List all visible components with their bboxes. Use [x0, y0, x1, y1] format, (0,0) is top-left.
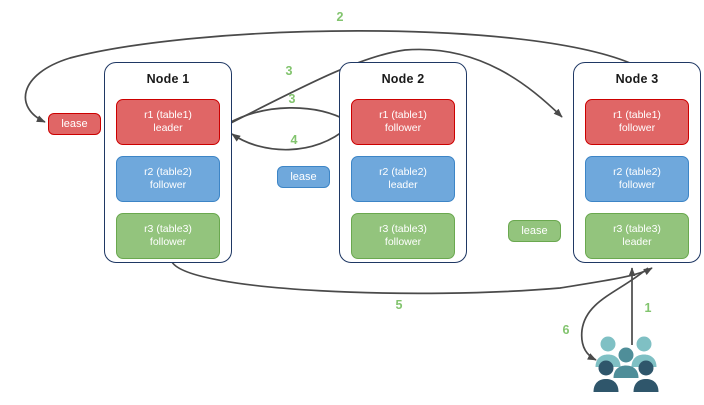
node-1-replica-r2[interactable]: r2 (table2) follower — [116, 156, 220, 202]
node-2-replica-r3-role: follower — [384, 236, 422, 248]
lease-chip-r1-label: lease — [61, 118, 88, 130]
node-1-replica-r3-role: follower — [149, 236, 187, 248]
edge-3-to-node2-path — [226, 107, 349, 125]
edge-label-3-arc: 3 — [288, 92, 296, 106]
lease-chip-r2-label: lease — [290, 171, 317, 183]
node-2-title: Node 2 — [381, 72, 425, 86]
edge-label-3-up: 3 — [285, 64, 293, 78]
node-1-replica-r3[interactable]: r3 (table3) follower — [116, 213, 220, 259]
node-3-replicas: r1 (table1) follower r2 (table2) followe… — [585, 99, 689, 259]
node-3-replica-r3[interactable]: r3 (table3) leader — [585, 213, 689, 259]
edge-label-4: 4 — [290, 133, 298, 147]
node-3-replica-r2-range: r2 (table2) — [613, 165, 661, 178]
node-1-replica-r2-role: follower — [149, 179, 187, 191]
node-1-replica-r1-role: leader — [153, 122, 183, 134]
node-3-replica-r1[interactable]: r1 (table1) follower — [585, 99, 689, 145]
lease-chip-r3[interactable]: lease — [508, 220, 561, 242]
node-2-replica-r2-range: r2 (table2) — [379, 165, 427, 178]
node-2-replica-r2-role: leader — [388, 179, 418, 191]
edge-label-6: 6 — [562, 323, 570, 337]
node-2-replica-r1-role: follower — [384, 122, 422, 134]
node-3[interactable]: Node 3 r1 (table1) follower r2 (table2) … — [573, 62, 701, 263]
node-3-replica-r1-role: follower — [618, 122, 656, 134]
lease-chip-r2[interactable]: lease — [277, 166, 330, 188]
edge-label-1: 1 — [644, 301, 652, 315]
node-2-replica-r3[interactable]: r3 (table3) follower — [351, 213, 455, 259]
edge-label-5: 5 — [395, 298, 403, 312]
node-2-replica-r3-range: r3 (table3) — [379, 222, 427, 235]
node-1-replica-r1-range: r1 (table1) — [144, 108, 192, 121]
node-1-replica-r2-range: r2 (table2) — [144, 165, 192, 178]
node-3-replica-r3-range: r3 (table3) — [613, 222, 661, 235]
node-3-replica-r1-range: r1 (table1) — [613, 108, 661, 121]
people-group-icon — [593, 336, 659, 392]
node-2-replica-r2[interactable]: r2 (table2) leader — [351, 156, 455, 202]
node-2[interactable]: Node 2 r1 (table1) follower r2 (table2) … — [339, 62, 467, 263]
node-1[interactable]: Node 1 r1 (table1) leader r2 (table2) fo… — [104, 62, 232, 263]
node-2-replicas: r1 (table1) follower r2 (table2) leader … — [351, 99, 455, 259]
node-1-replica-r1[interactable]: r1 (table1) leader — [116, 99, 220, 145]
node-3-replica-r2-role: follower — [618, 179, 656, 191]
lease-chip-r3-label: lease — [521, 225, 548, 237]
node-3-replica-r2[interactable]: r2 (table2) follower — [585, 156, 689, 202]
node-1-replicas: r1 (table1) leader r2 (table2) follower … — [116, 99, 220, 259]
node-2-replica-r1[interactable]: r1 (table1) follower — [351, 99, 455, 145]
edge-label-2: 2 — [336, 10, 344, 24]
node-1-replica-r3-range: r3 (table3) — [144, 222, 192, 235]
node-3-replica-r3-role: leader — [622, 236, 652, 248]
node-1-title: Node 1 — [146, 72, 190, 86]
clients-group[interactable] — [592, 334, 664, 394]
edge-5-path — [171, 261, 653, 295]
lease-chip-r1[interactable]: lease — [48, 113, 101, 135]
node-2-replica-r1-range: r1 (table1) — [379, 108, 427, 121]
node-3-title: Node 3 — [615, 72, 659, 86]
